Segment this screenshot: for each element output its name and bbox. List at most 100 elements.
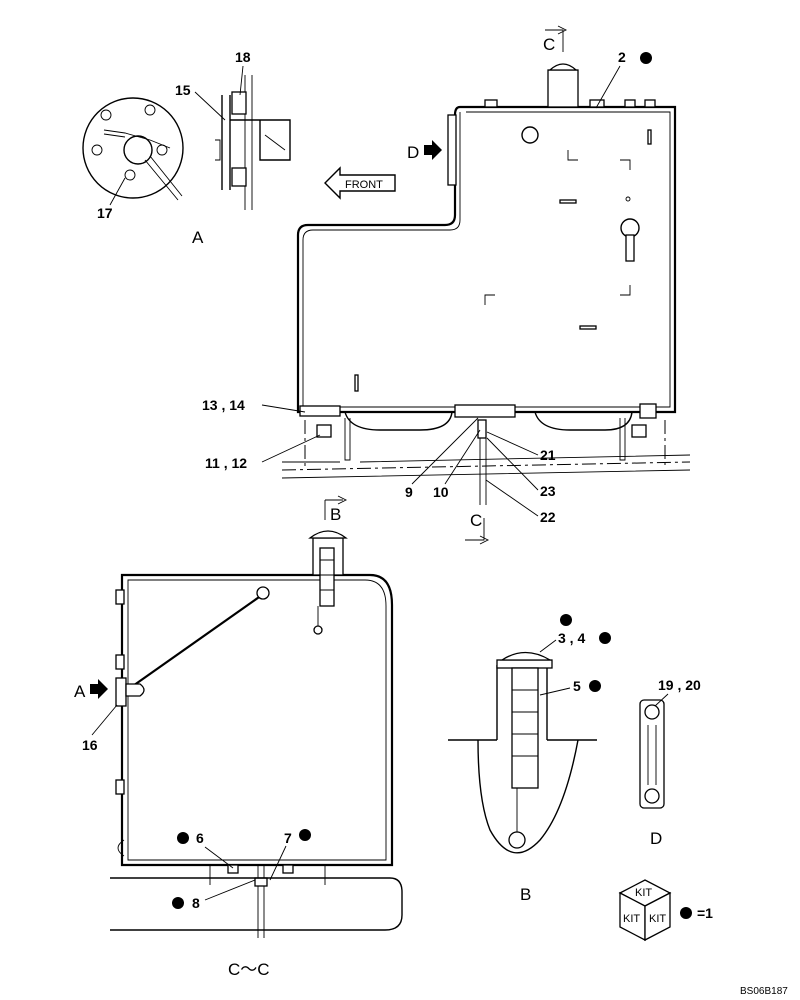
leader-17 xyxy=(109,177,126,206)
screw-head xyxy=(91,144,103,156)
bottom-ribs xyxy=(209,865,326,885)
leader-8 xyxy=(204,879,256,901)
hose-clip xyxy=(117,839,125,857)
bolt xyxy=(231,91,247,115)
side-fitting xyxy=(115,589,125,605)
section-mark-c-top: C xyxy=(543,35,555,54)
wire xyxy=(103,129,171,149)
view-label-b: B xyxy=(520,885,531,904)
sender-unit xyxy=(115,677,127,707)
frame-beam xyxy=(110,877,403,931)
tank-outline xyxy=(296,105,677,414)
leader-11-12 xyxy=(261,434,321,463)
kit-dot-6 xyxy=(177,832,189,844)
front-label: FRONT xyxy=(345,179,383,191)
section-arrow-b xyxy=(324,495,348,520)
corner-mark xyxy=(567,150,578,161)
leader-6 xyxy=(204,846,234,869)
mount-left xyxy=(299,405,341,417)
section-arrow-c-top xyxy=(545,25,568,52)
kit-dot-2 xyxy=(640,52,652,64)
leader-3-4 xyxy=(539,639,557,653)
leader-16 xyxy=(91,704,118,736)
float-ball xyxy=(256,586,270,600)
leader-7 xyxy=(269,845,287,881)
kit-legend-text: =1 xyxy=(697,905,713,921)
label-19-20: 19 , 20 xyxy=(658,677,701,693)
d-bolt xyxy=(644,704,660,720)
section-tank-inner xyxy=(127,579,387,861)
leader-21 xyxy=(486,431,539,456)
leader-13-14 xyxy=(261,404,306,413)
section-mark-b: B xyxy=(330,505,341,524)
bracket xyxy=(221,95,291,190)
screw-head xyxy=(100,109,112,121)
mount-right xyxy=(639,403,657,419)
kit-dot-4 xyxy=(599,632,611,644)
mount-centerlines xyxy=(304,420,666,470)
kit-text-top: KIT xyxy=(635,887,652,899)
filler-neck xyxy=(547,69,579,108)
detail-b: 3 , 4 5 B xyxy=(448,614,611,904)
filler-cap xyxy=(548,63,578,71)
label-16: 16 xyxy=(82,737,98,753)
view-arrow-d-label: D xyxy=(407,143,419,162)
top-fitting xyxy=(644,99,656,108)
clip xyxy=(215,139,221,161)
top-fitting xyxy=(624,99,636,108)
drain-valve xyxy=(477,419,487,439)
float-arm xyxy=(129,594,263,689)
corner-mark xyxy=(620,285,631,296)
b-strainer xyxy=(511,667,539,789)
level-gauge xyxy=(620,218,640,238)
label-13-14: 13 , 14 xyxy=(202,397,245,413)
label-11-12: 11 , 12 xyxy=(205,455,247,471)
strainer-end xyxy=(313,625,323,635)
kit-text-left: KIT xyxy=(623,913,640,925)
view-label-d: D xyxy=(650,829,662,848)
section-filler-cap xyxy=(308,530,348,539)
float-arm xyxy=(144,155,183,201)
drain-hose xyxy=(479,438,487,505)
small-hole xyxy=(625,196,631,202)
label-5: 5 xyxy=(573,678,581,694)
b-strainer-ribs xyxy=(512,689,538,757)
drain-flange xyxy=(454,404,516,418)
leader-9 xyxy=(411,417,479,485)
leader-23 xyxy=(486,437,539,491)
leader-2 xyxy=(595,65,621,109)
strainer xyxy=(319,547,335,607)
kit-text-right: KIT xyxy=(649,913,666,925)
label-6: 6 xyxy=(196,830,204,846)
sight-port xyxy=(521,126,539,144)
flange-plate xyxy=(82,97,184,199)
label-22: 22 xyxy=(540,509,556,525)
b-tank-bottom xyxy=(477,739,579,854)
leader-19-20 xyxy=(654,693,669,707)
leader-18 xyxy=(239,65,244,96)
kit-legend: KIT KIT KIT =1 xyxy=(618,879,713,942)
b-float xyxy=(508,831,526,849)
b-neck xyxy=(496,665,548,740)
kit-dot-8 xyxy=(172,897,184,909)
slot-mark xyxy=(559,199,577,204)
leader-5 xyxy=(539,687,571,696)
side-bracket xyxy=(447,114,457,186)
kit-dot-7 xyxy=(299,829,311,841)
section-arrow-c-bottom xyxy=(465,518,490,545)
view-label-a: A xyxy=(192,228,204,247)
detail-d: 19 , 20 D xyxy=(639,677,701,848)
slot-mark xyxy=(354,374,359,392)
label-8: 8 xyxy=(192,895,200,911)
view-arrow-d-icon xyxy=(424,140,442,160)
mount-bolt xyxy=(316,424,332,438)
label-2: 2 xyxy=(618,49,626,65)
kit-dot-5 xyxy=(589,680,601,692)
bracket-edge xyxy=(244,75,286,210)
mount-bolt xyxy=(631,424,647,438)
top-fitting xyxy=(484,99,498,108)
side-fitting xyxy=(115,779,125,795)
view-label-c-c: C～C xyxy=(228,960,270,979)
sender-hole xyxy=(123,135,153,165)
